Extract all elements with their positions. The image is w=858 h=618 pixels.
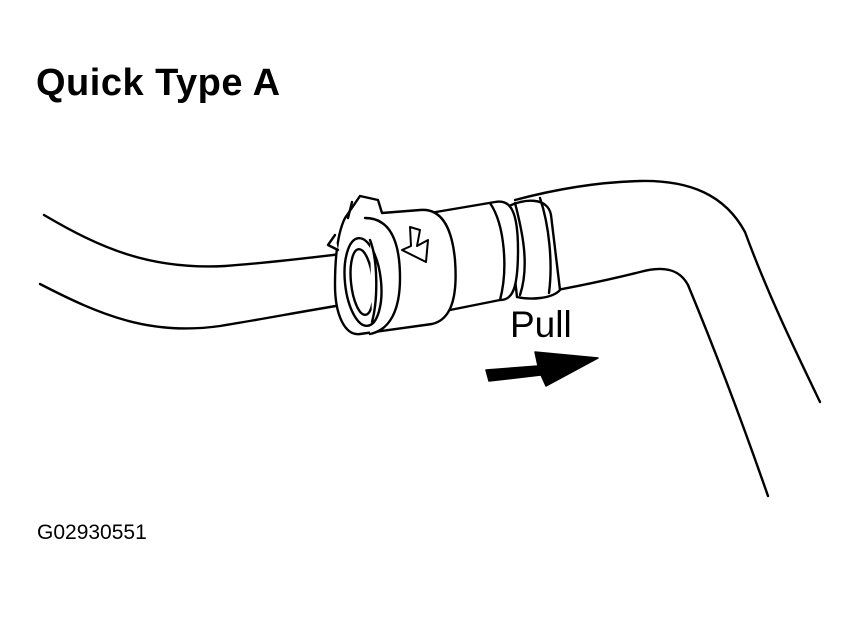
rubber-hose <box>513 179 822 498</box>
pull-direction-arrow <box>485 351 599 387</box>
quick-connector-retainer <box>326 194 457 336</box>
figure-code: G02930551 <box>37 521 147 544</box>
metal-tube <box>38 213 377 330</box>
pull-label: Pull <box>510 304 572 345</box>
diagram-title: Quick Type A <box>36 62 281 104</box>
